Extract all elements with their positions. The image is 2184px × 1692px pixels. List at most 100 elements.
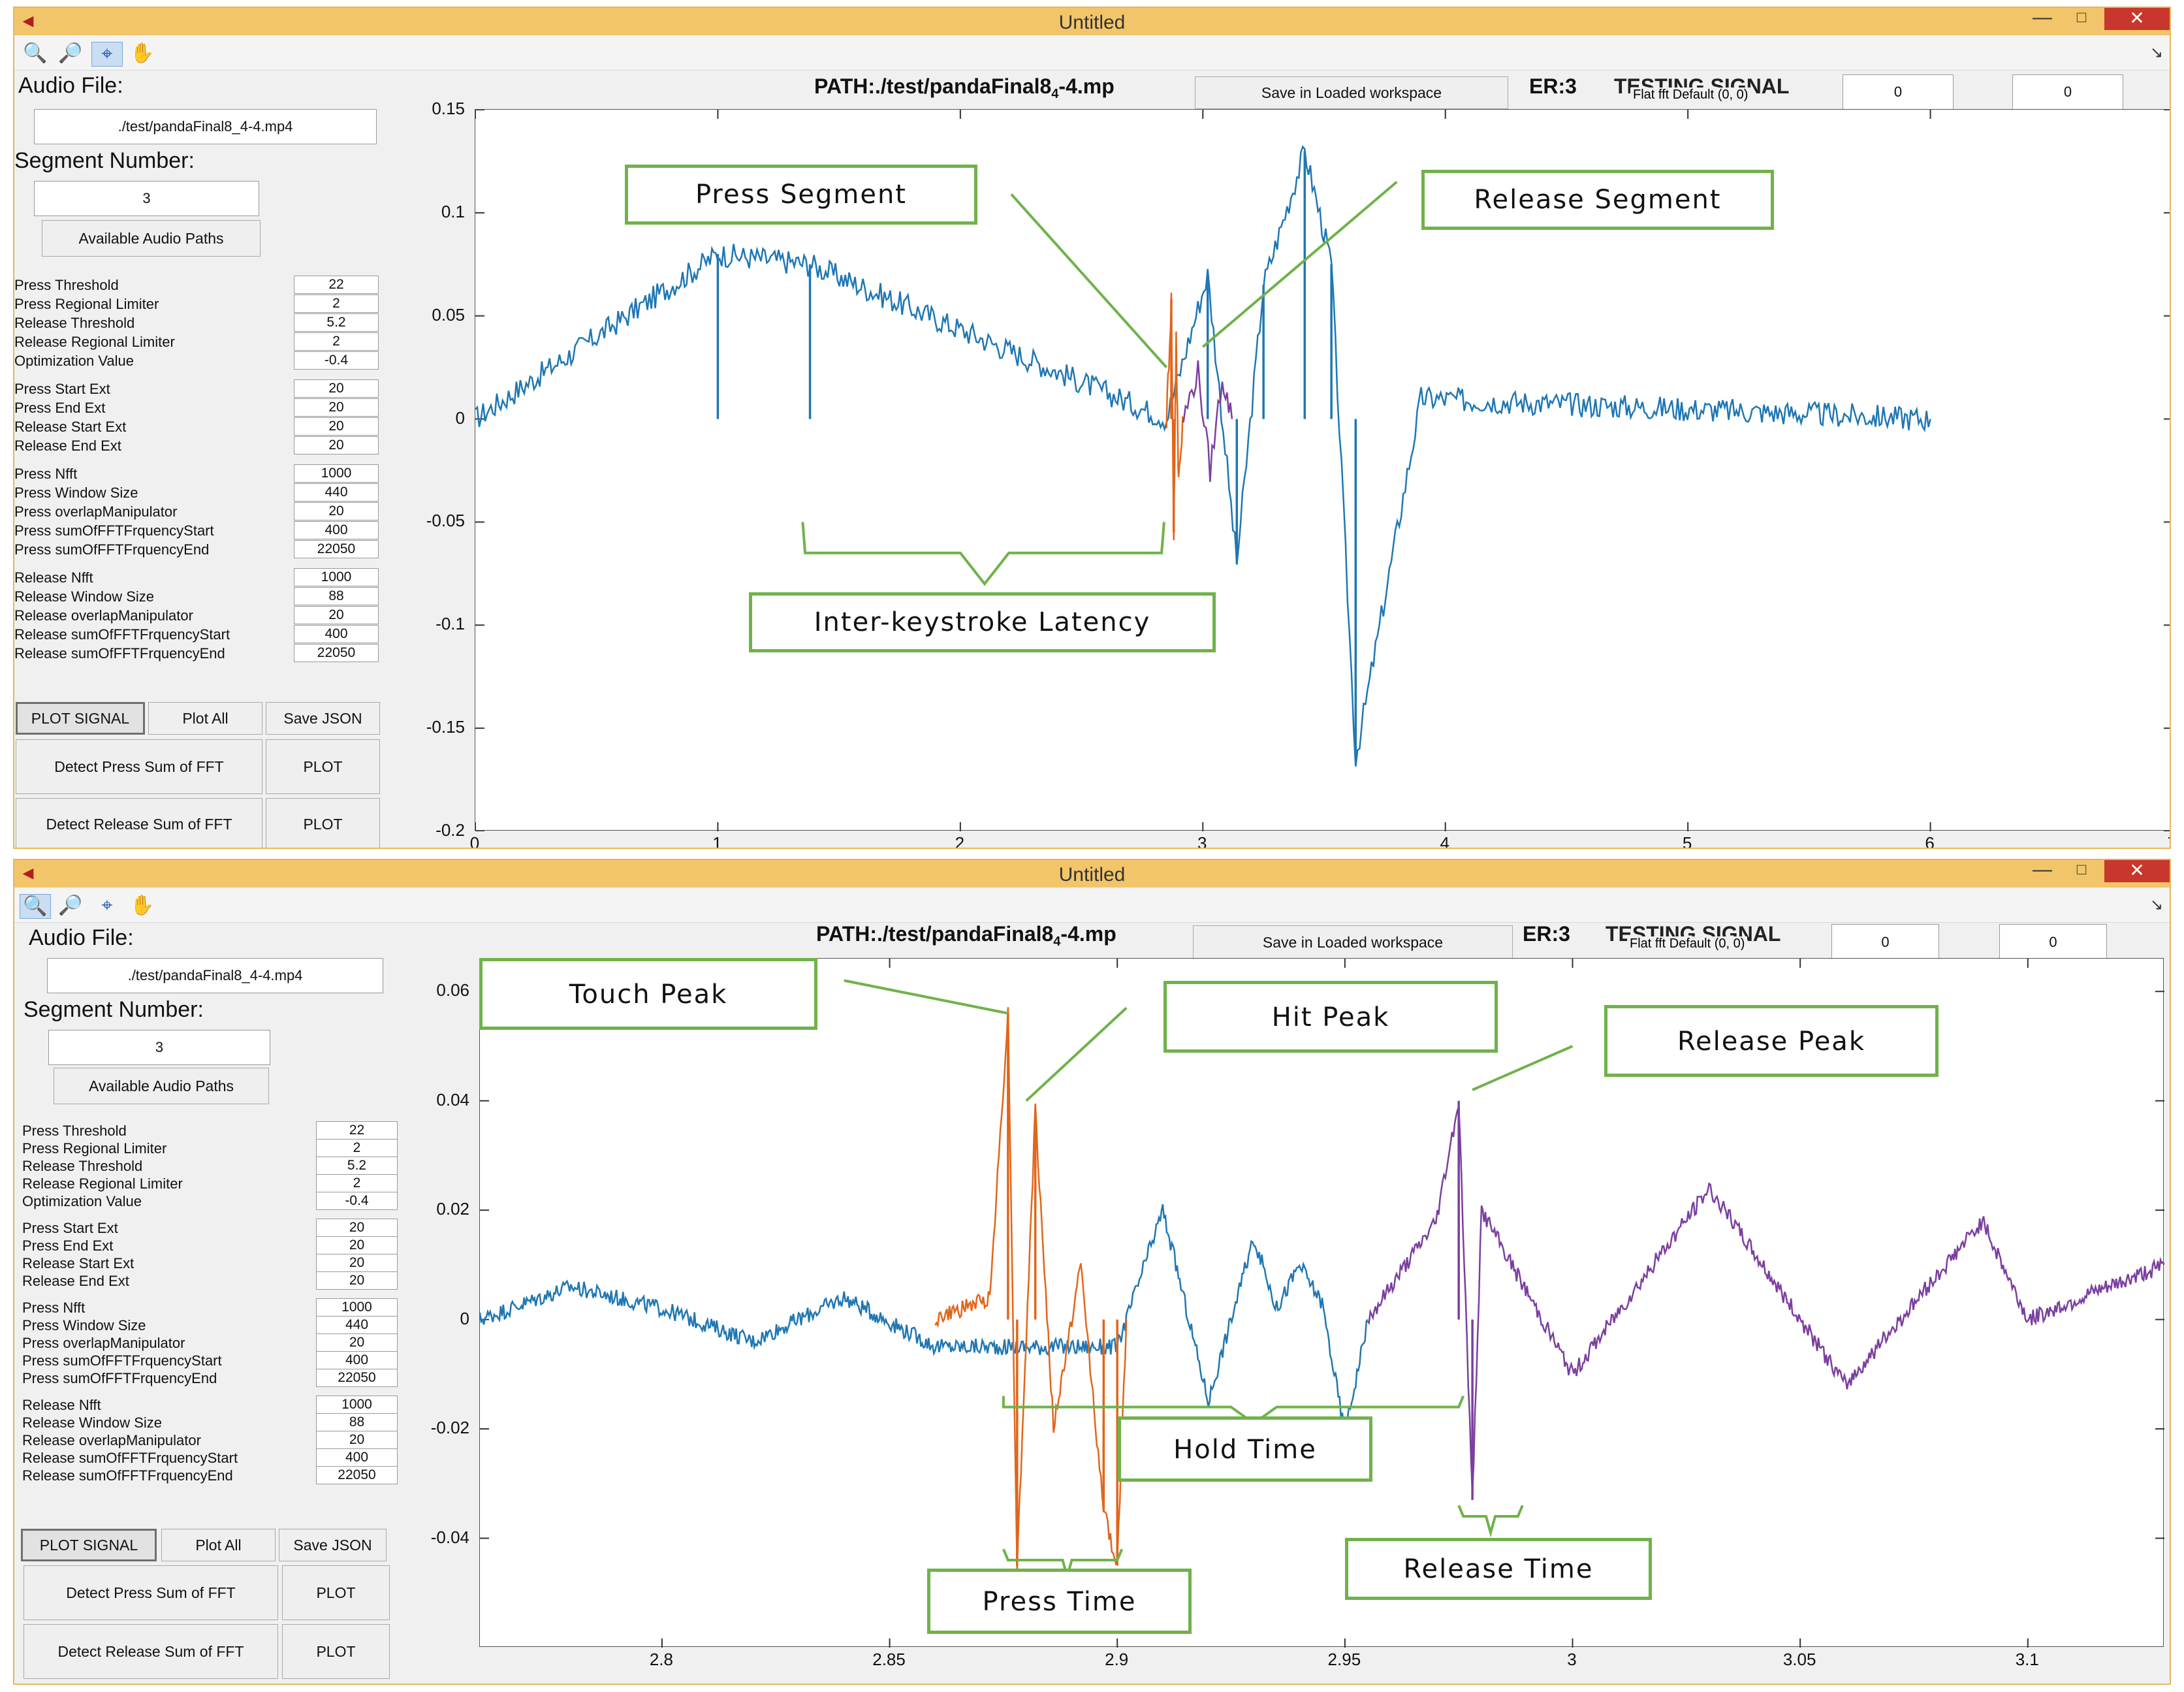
signal-plot-axes[interactable] [475,109,2170,831]
parameter-value-field[interactable]: 22 [294,276,379,294]
parameter-value-field[interactable]: 20 [316,1254,398,1272]
parameter-value-field[interactable]: 20 [316,1431,398,1449]
plot-all-button[interactable]: Plot All [161,1529,276,1561]
parameter-value-field[interactable]: 22050 [294,540,379,558]
plot-all-button[interactable]: Plot All [148,702,262,735]
pan-hand-icon[interactable]: ✋ [130,42,155,64]
parameter-value-field[interactable]: 20 [316,1219,398,1237]
parameter-label: Release Start Ext [22,1255,135,1271]
save-json-button[interactable]: Save JSON [279,1529,387,1561]
detect-press-sum-of-fft-button[interactable]: Detect Press Sum of FFT [24,1565,278,1620]
parameter-value-field[interactable]: 88 [294,587,379,605]
parameter-value-field[interactable]: 22050 [294,644,379,662]
y-tick-label: -0.15 [426,717,465,737]
parameter-value-field[interactable]: 1000 [316,1298,398,1317]
parameter-value-field[interactable]: 20 [294,398,379,417]
parameter-value-field[interactable]: -0.4 [294,351,379,370]
parameter-value-field[interactable]: 2 [294,332,379,351]
audio-file-field[interactable]: ./test/pandaFinal8_4-4.mp4 [34,109,377,144]
parameter-value-field[interactable]: 20 [294,606,379,624]
parameter-value-field[interactable]: -0.4 [316,1192,398,1210]
parameter-value-field[interactable]: 400 [316,1448,398,1467]
detect-release-sum-of-fft-button[interactable]: Detect Release Sum of FFT [16,798,262,848]
parameter-value-field[interactable]: 2 [316,1174,398,1192]
parameter-value-field[interactable]: 22050 [316,1466,398,1484]
segment-number-field[interactable]: 3 [34,181,259,216]
detect-release-sum-of-fft-button[interactable]: Detect Release Sum of FFT [24,1624,278,1679]
data-cursor-icon[interactable]: ⌖ [101,895,113,916]
zoom-out-icon[interactable]: 🔎 [58,42,83,64]
parameter-value-field[interactable]: 88 [316,1413,398,1431]
available-audio-paths-button[interactable]: Available Audio Paths [42,220,261,257]
minimize-button[interactable]: — [2033,7,2052,28]
parameter-value-field[interactable]: 400 [294,521,379,539]
plot-press-button[interactable]: PLOT [266,739,380,794]
testing-field-1[interactable]: 0 [1831,924,1939,961]
plot-signal-button[interactable]: PLOT SIGNAL [21,1529,157,1561]
title-bar[interactable]: ◀ Untitled — □ ✕ [14,8,2170,35]
parameter-row: Release Nfft 1000 [14,568,380,586]
annotation-connector [1472,1045,1574,1091]
zoom-in-icon[interactable]: 🔍 [23,42,48,64]
segment-number-field[interactable]: 3 [48,1030,270,1065]
parameter-label: Release Nfft [14,569,93,586]
dock-arrow-icon[interactable]: ↘ [2149,896,2163,914]
dock-arrow-icon[interactable]: ↘ [2149,44,2163,61]
parameter-value-field[interactable]: 1000 [294,568,379,586]
parameter-value-field[interactable]: 22 [316,1121,398,1140]
parameter-value-field[interactable]: 20 [316,1333,398,1352]
parameter-value-field[interactable]: 1000 [294,464,379,483]
parameter-value-field[interactable]: 20 [294,436,379,455]
parameter-value-field[interactable]: 20 [294,379,379,398]
matlab-icon: ◀ [22,865,34,881]
pan-hand-icon[interactable]: ✋ [130,895,155,916]
maximize-button[interactable]: □ [2076,861,2087,878]
parameter-value-field[interactable]: 20 [294,417,379,436]
testing-field-2[interactable]: 0 [1999,924,2107,961]
parameter-value-field[interactable]: 2 [294,295,379,313]
zoom-in-icon[interactable]: 🔍 [20,894,51,919]
path-label: PATH:./test/pandaFinal84-4.mp [814,74,1115,102]
parameter-value-field[interactable]: 20 [316,1271,398,1290]
parameter-value-field[interactable]: 440 [316,1316,398,1334]
maximize-button[interactable]: □ [2076,8,2087,26]
title-bar[interactable]: ◀ Untitled — □ ✕ [14,860,2170,887]
data-cursor-icon[interactable]: ⌖ [91,42,123,67]
parameter-value-field[interactable]: 22050 [316,1369,398,1387]
save-json-button[interactable]: Save JSON [266,702,380,735]
parameter-label: Release Window Size [14,588,154,605]
audio-file-field[interactable]: ./test/pandaFinal8_4-4.mp4 [47,958,383,993]
close-button[interactable]: ✕ [2104,860,2170,882]
parameter-value-field[interactable]: 400 [294,625,379,643]
zoom-out-icon[interactable]: 🔎 [58,895,83,916]
testing-field-1[interactable]: 0 [1843,74,1954,110]
testing-field-2[interactable]: 0 [2012,74,2123,110]
parameter-value-field[interactable]: 5.2 [294,313,379,332]
parameter-value-field[interactable]: 5.2 [316,1157,398,1175]
plot-release-button[interactable]: PLOT [282,1624,390,1679]
annotation-connector [801,522,1165,586]
plot-release-button[interactable]: PLOT [266,798,380,848]
close-button[interactable]: ✕ [2104,8,2170,30]
parameter-value-field[interactable]: 440 [294,483,379,502]
parameter-label: Press sumOfFFTFrquencyStart [14,522,214,539]
x-tick-label: 2.8 [649,1650,673,1669]
parameter-value-field[interactable]: 20 [316,1236,398,1254]
minimize-button[interactable]: — [2033,859,2052,880]
parameter-value-field[interactable]: 20 [294,502,379,520]
save-in-loaded-workspace-button[interactable]: Save in Loaded workspace [1195,76,1508,109]
plot-press-button[interactable]: PLOT [282,1565,390,1620]
save-in-loaded-workspace-button[interactable]: Save in Loaded workspace [1193,925,1513,959]
detect-press-sum-of-fft-button[interactable]: Detect Press Sum of FFT [16,739,262,794]
x-tick-label: 6 [1925,833,1935,849]
plot-signal-button[interactable]: PLOT SIGNAL [16,702,145,735]
annotation-connector [1025,1006,1128,1102]
parameter-value-field[interactable]: 400 [316,1351,398,1369]
parameter-value-field[interactable]: 1000 [316,1396,398,1414]
available-audio-paths-button[interactable]: Available Audio Paths [54,1068,269,1104]
parameter-value-field[interactable]: 2 [316,1139,398,1157]
